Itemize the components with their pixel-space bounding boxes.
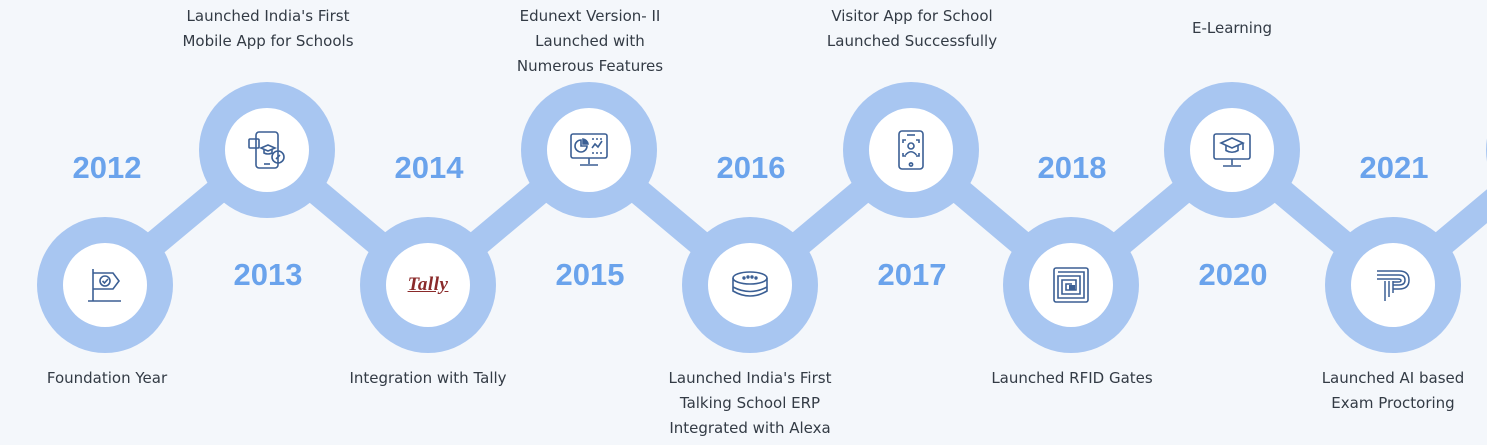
milestone-caption-2020: E-Learning	[1122, 16, 1342, 41]
milestone-node-2020[interactable]	[1164, 82, 1300, 218]
caption-line: La	[1444, 4, 1487, 29]
caption-line: Foundation Year	[46, 369, 168, 387]
milestone-caption-2012: Foundation Year	[0, 366, 217, 391]
caption-line: Visitor App for School	[831, 7, 993, 25]
milestone-icon-wrap	[869, 108, 953, 192]
proctoring-logo-icon	[1377, 270, 1410, 301]
milestone-node-2017[interactable]	[843, 82, 979, 218]
milestone-icon-wrap: Tally	[386, 243, 470, 327]
caption-line: CF	[1444, 54, 1487, 79]
caption-line: Launched Successfully	[826, 32, 998, 50]
smart-speaker-icon	[732, 271, 768, 297]
caption-line: Integrated with Alexa	[669, 419, 831, 437]
milestone-icon-wrap	[63, 243, 147, 327]
year-label-2015: 2015	[555, 257, 625, 292]
milestone-node-2016[interactable]	[682, 217, 818, 353]
caption-line: Launched AI based	[1321, 369, 1465, 387]
year-label-2020: 2020	[1198, 257, 1268, 292]
milestone-icon-wrap	[547, 108, 631, 192]
flag-checkmark-icon	[88, 269, 121, 302]
caption-line: Launched India's First	[668, 369, 832, 387]
milestone-node-2013[interactable]	[199, 82, 335, 218]
caption-line: Int	[1444, 29, 1487, 54]
year-label-2021: 2021	[1359, 150, 1429, 185]
year-label-2016: 2016	[716, 150, 786, 185]
year-label-2018: 2018	[1037, 150, 1107, 185]
dashboard-monitor-icon	[570, 133, 608, 166]
visitor-phone-icon	[898, 130, 924, 170]
milestone-icon-wrap	[1029, 243, 1113, 327]
milestone-icon-wrap	[1351, 243, 1435, 327]
caption-line: Talking School ERP	[679, 394, 821, 412]
caption-line: Launched with	[535, 32, 645, 50]
elearning-monitor-icon	[1213, 133, 1251, 167]
caption-line: E-Learning	[1191, 19, 1272, 37]
caption-line: Numerous Features	[516, 57, 664, 75]
caption-line: Exam Proctoring	[1331, 394, 1455, 412]
mobile-app-icon	[248, 131, 285, 169]
year-label-2014: 2014	[394, 150, 464, 185]
year-label-2013: 2013	[233, 257, 303, 292]
milestone-node-2014[interactable]: Tally	[360, 217, 496, 353]
rfid-chip-icon	[1053, 267, 1089, 303]
milestone-icon-wrap	[225, 108, 309, 192]
caption-line: Edunext Version- II	[519, 7, 661, 25]
milestone-node-2015[interactable]	[521, 82, 657, 218]
year-label-2017: 2017	[877, 257, 947, 292]
milestone-caption-2018: Launched RFID Gates	[962, 366, 1182, 391]
caption-line: Mobile App for Schools	[182, 32, 354, 50]
milestone-node-2021[interactable]	[1325, 217, 1461, 353]
year-label-2012: 2012	[72, 150, 142, 185]
caption-line: Launched RFID Gates	[991, 369, 1153, 387]
milestone-caption-2014: Integration with Tally	[318, 366, 538, 391]
milestone-icon-wrap	[1190, 108, 1274, 192]
caption-line: Launched India's First	[186, 7, 350, 25]
caption-line: Integration with Tally	[349, 369, 507, 387]
milestone-icon-wrap	[708, 243, 792, 327]
milestone-node-2018[interactable]	[1003, 217, 1139, 353]
tally-logo: Tally	[407, 274, 449, 295]
milestone-caption-next: LaIntCF	[1444, 4, 1487, 79]
milestone-node-2012[interactable]	[37, 217, 173, 353]
